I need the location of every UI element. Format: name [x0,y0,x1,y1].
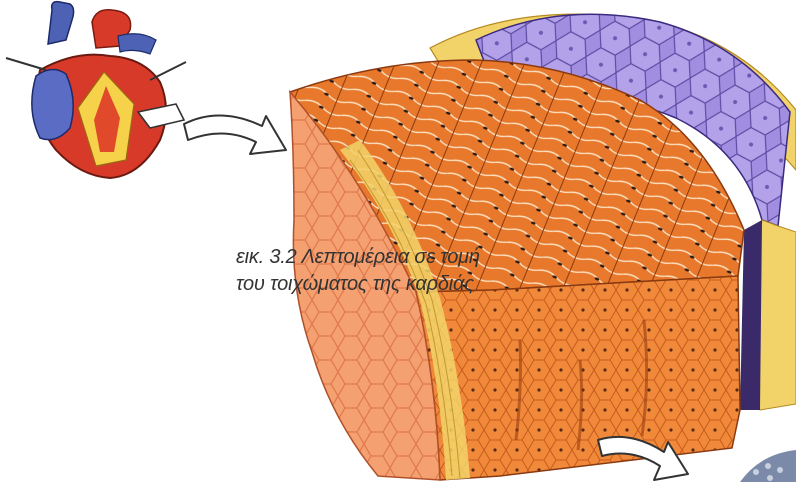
figure-caption: εικ. 3.2 Λεπτομέρεια σε τομή του τοιχώμα… [236,244,556,298]
caption-line-1: εικ. 3.2 Λεπτομέρεια σε τομή [236,244,556,271]
heart-illustration-icon [6,2,186,178]
arrow-icon [184,115,286,154]
caption-line-2: του τοιχώματος της καρδιάς [236,271,556,298]
